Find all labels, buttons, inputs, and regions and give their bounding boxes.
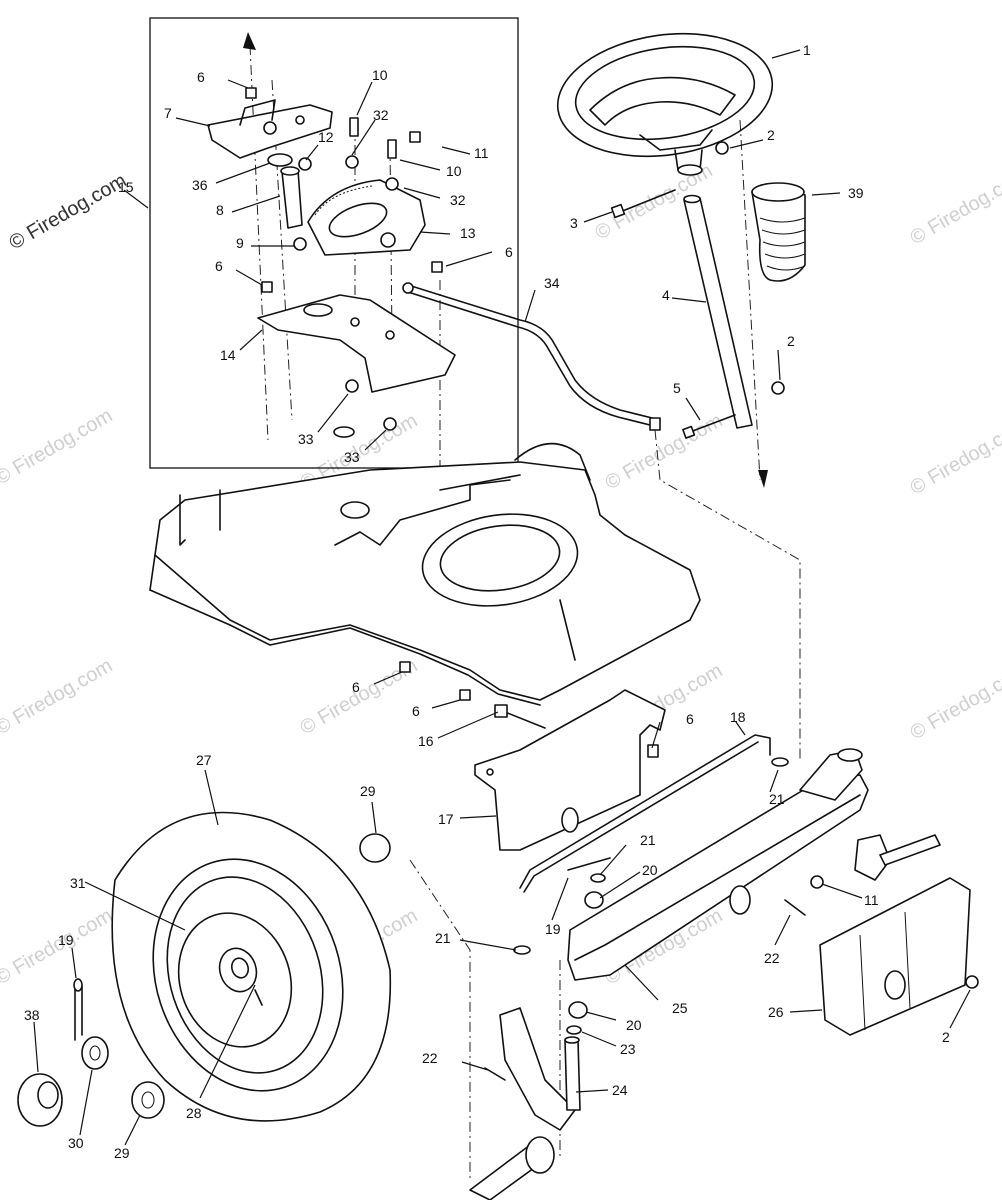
callout-32: 32 [450, 192, 466, 208]
callout-29: 29 [360, 783, 376, 799]
axle-mounting-bracket [474, 689, 666, 851]
callout-18: 18 [730, 709, 746, 725]
callout-21: 21 [769, 791, 785, 807]
callout-24: 24 [612, 1082, 628, 1098]
callout-21: 21 [640, 832, 656, 848]
callout-2: 2 [787, 333, 795, 349]
callout-10: 10 [446, 163, 462, 179]
callout-5: 5 [673, 380, 681, 396]
callout-6: 6 [505, 244, 513, 260]
callout-11: 11 [864, 892, 879, 908]
watermark: © Firedog.com [907, 165, 1002, 250]
callout-16: 16 [418, 733, 434, 749]
callout-10: 10 [372, 67, 388, 83]
watermark: © Firedog.com [6, 170, 131, 255]
tie-rod [519, 734, 771, 893]
callout-23: 23 [620, 1041, 636, 1057]
steering-wheel [556, 32, 774, 176]
lower-bracket [257, 294, 456, 393]
callout-20: 20 [626, 1017, 642, 1033]
callout-13: 13 [460, 225, 476, 241]
sector-gear [307, 179, 426, 256]
tractor-frame [149, 442, 701, 706]
watermark: © Firedog.com [0, 405, 116, 490]
callout-9: 9 [236, 235, 244, 251]
callout-19: 19 [58, 932, 74, 948]
callout-38: 38 [24, 1007, 40, 1023]
callout-12: 12 [318, 129, 334, 145]
bracket-bolt [494, 704, 546, 729]
callout-39: 39 [848, 185, 864, 201]
callout-30: 30 [68, 1135, 84, 1151]
callout-31: 31 [70, 875, 86, 891]
wheel-hardware [17, 833, 391, 1127]
callout-27: 27 [196, 752, 212, 768]
callout-2: 2 [942, 1029, 950, 1045]
front-wheel [111, 811, 392, 1122]
callout-34: 34 [544, 275, 560, 291]
callout-6: 6 [215, 258, 223, 274]
callout-6: 6 [686, 711, 694, 727]
steering-drag-link [402, 282, 661, 431]
watermark: © Firedog.com [0, 655, 116, 740]
hardware-upper-right [610, 141, 785, 439]
watermark: © Firedog.com [907, 415, 1002, 500]
callout-8: 8 [216, 202, 224, 218]
callout-22: 22 [422, 1050, 438, 1066]
callout-26: 26 [768, 1004, 784, 1020]
callout-11: 11 [474, 145, 489, 161]
callout-33: 33 [298, 431, 314, 447]
callout-3: 3 [570, 215, 578, 231]
callout-22: 22 [764, 950, 780, 966]
left-spindle [469, 1007, 581, 1200]
axle-cover [819, 877, 971, 1036]
callout-32: 32 [373, 107, 389, 123]
callout-4: 4 [662, 287, 670, 303]
right-spindle [854, 834, 941, 881]
steering-boot [751, 182, 806, 282]
watermark: © Firedog.com [602, 410, 727, 495]
arrow-up-icon [243, 32, 256, 50]
arrow-down-icon [758, 470, 768, 488]
callout-25: 25 [672, 1000, 688, 1016]
callout-labels: 1 2 2 2 3 4 5 6 6 6 6 6 6 7 8 9 10 10 11… [24, 42, 950, 1161]
callout-6: 6 [197, 69, 205, 85]
callout-7: 7 [164, 105, 172, 121]
exploded-view-frame [149, 17, 519, 469]
callout-33: 33 [344, 449, 360, 465]
callout-28: 28 [186, 1105, 202, 1121]
callout-29: 29 [114, 1145, 130, 1161]
lower-hardware [399, 661, 979, 1081]
pinion-gear [267, 153, 303, 229]
callout-2: 2 [767, 127, 775, 143]
callout-leaders [33, 49, 971, 1146]
callout-15: 15 [118, 179, 134, 195]
callout-1: 1 [803, 42, 811, 58]
callout-14: 14 [220, 347, 236, 363]
callout-19: 19 [545, 921, 561, 937]
steering-shaft [683, 194, 753, 429]
callout-36: 36 [192, 177, 208, 193]
callout-17: 17 [438, 811, 454, 827]
front-axle [567, 748, 869, 981]
callout-6: 6 [412, 703, 420, 719]
callout-20: 20 [642, 862, 658, 878]
callout-21: 21 [435, 930, 451, 946]
watermark: © Firedog.com [907, 660, 1002, 745]
inset-hardware [245, 87, 443, 438]
upper-bracket [207, 99, 333, 159]
callout-6: 6 [352, 679, 360, 695]
direction-arrows [243, 32, 768, 488]
